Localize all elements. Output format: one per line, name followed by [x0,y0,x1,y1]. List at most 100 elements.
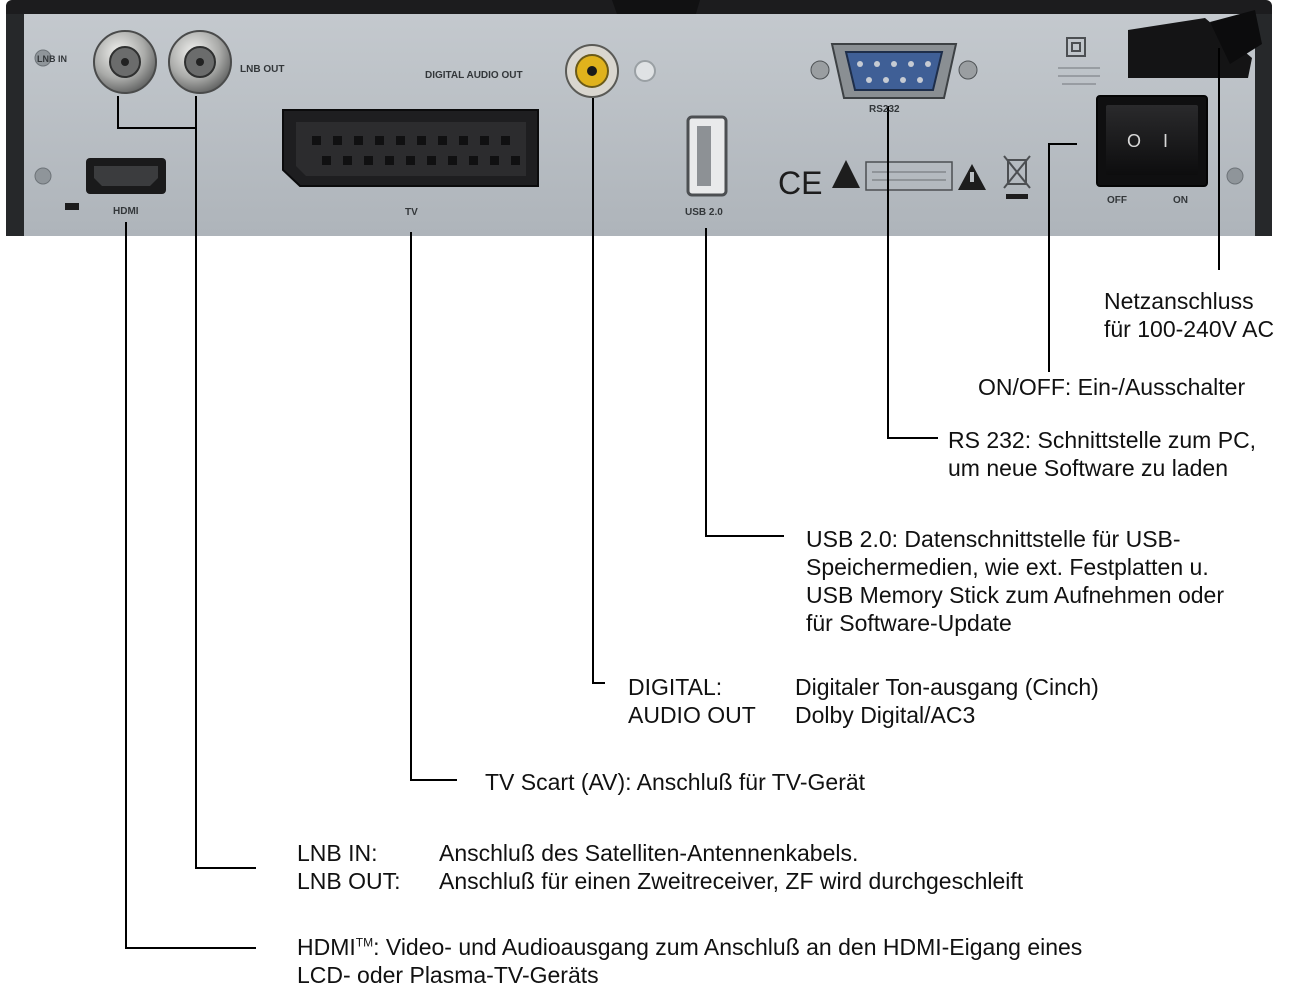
leader-line-switch [1048,143,1077,372]
leader-line-hdmi [125,222,256,949]
lnb-in-term: LNB IN: [297,840,378,866]
rs232-pin [891,61,897,67]
lnb-callout-row1: LNB IN: Anschluß des Satelliten-Antennenk… [297,839,1023,867]
hdmi-trademark: TM [355,935,374,950]
tv-label: TV [405,207,418,218]
rs232-callout-line1: RS 232: Schnittstelle zum PC, [948,427,1257,453]
switch-off-symbol: O [1127,131,1141,151]
scart-pin [354,136,363,145]
hdmi-port-socket [94,166,158,186]
scart-pin [438,136,447,145]
weee-bar [1006,194,1028,199]
leader-lines [117,48,1220,949]
rs232-label: RS232 [869,104,900,115]
scart-pin [448,156,457,165]
cinch-connector-center [587,66,597,76]
leader-line-scart [410,232,457,781]
hdmi-callout: HDMITM: Video- und Audioausgang zum Ansc… [297,933,1082,989]
usb-port-tongue [697,126,711,186]
rs232-pin [925,61,931,67]
scart-pin [427,156,436,165]
certification-marks [832,37,1100,199]
leader-line-rs232 [887,106,938,439]
leader-line-digital-audio [592,98,605,684]
lnb-connectors [93,30,232,94]
lnb-callout-row2: LNB OUT:Anschluß für einen Zweitreceiver… [297,867,1023,895]
scart-pin [490,156,499,165]
usb-callout-line3: USB Memory Stick zum Aufnehmen oder [806,582,1224,608]
class-ii-icon-inner [1071,42,1081,52]
scart-port-socket [296,122,526,176]
leader-line-lnb [117,96,197,129]
hdmi-callout-line1: HDMITM: Video- und Audioausgang zum Ansc… [297,933,1082,961]
digital-callout-row1: DIGITAL:Digitaler Ton-ausgang (Cinch) [628,673,1099,701]
lnb-out-desc: Anschluß für einen Zweitreceiver, ZF wir… [439,868,1024,894]
rs232-pin [874,61,880,67]
usb-port [686,115,728,197]
lnb-callout: LNB IN: Anschluß des Satelliten-Antennenk… [297,839,1023,895]
rs232-callout-line2: um neue Software zu laden [948,455,1229,481]
screw [1226,167,1244,185]
lnb-out-connector-pin [196,58,204,66]
scart-pin [501,136,510,145]
rs232-screw [810,60,830,80]
scart-pin [322,156,331,165]
on-label: ON [1173,195,1188,206]
status-led [65,203,79,210]
rs232-screw [958,60,978,80]
rs232-pin [857,61,863,67]
usb-callout-line2: Speichermedien, wie ext. Festplatten u. [806,554,1209,580]
warning-triangle-icon [832,160,860,188]
rs232-port-socket [844,51,944,91]
scart-pin [459,136,468,145]
lnb-out-label: LNB OUT [240,64,284,75]
hdmi-callout-line2: LCD- oder Plasma-TV-Geräts [297,962,599,988]
power-callout-line1: Netzanschluss [1104,288,1254,314]
hdmi-port [65,158,166,210]
usb-label: USB 2.0 [685,207,723,218]
scart-pin [511,156,520,165]
scart-pin [312,136,321,145]
rs232-callout: RS 232: Schnittstelle zum PC, um neue So… [948,426,1256,482]
off-label: OFF [1107,195,1127,206]
rear-panel-right-edge [1255,14,1272,236]
lnb-in-desc: Anschluß des Satelliten-Antennenkabels. [439,840,859,866]
power-callout: Netzanschluss für 100-240V AC [1104,287,1274,343]
power-callout-line2: für 100-240V AC [1104,316,1275,342]
hdmi-term: HDMI [297,934,356,960]
usb-callout-line4: für Software-Update [806,610,1012,636]
screw [34,167,52,185]
scart-port [282,109,539,187]
scart-pin [480,136,489,145]
weee-cross [1003,155,1031,189]
rs232-pins [857,61,931,83]
warning-triangle-mark [970,172,974,182]
scart-pin [364,156,373,165]
scart-pin [385,156,394,165]
hdmi-desc: : Video- und Audioausgang zum Anschluß a… [373,934,1083,960]
scart-pins [312,136,520,165]
usb-callout: USB 2.0: Datenschnittstelle für USB- Spe… [806,525,1224,637]
digital-desc: Digitaler Ton-ausgang (Cinch) [795,674,1099,700]
rating-label [865,161,953,191]
leader-line-usb [705,228,784,537]
hdmi-label: HDMI [113,206,139,217]
leader-line-lnb [195,128,256,869]
screw [34,49,52,67]
audio-out-term: AUDIO OUT [628,702,756,728]
scart-pin [333,136,342,145]
switch-on-symbol: I [1163,131,1168,151]
usb-callout-line1: USB 2.0: Datenschnittstelle für USB- [806,526,1181,552]
digital-audio-out-label: DIGITAL AUDIO OUT [425,70,523,81]
lnb-in-connector-pin [121,58,129,66]
rs232-pin [883,77,889,83]
power-section [1096,10,1262,187]
scart-pin [406,156,415,165]
optical-indicator [634,60,656,82]
device-labels: LNB IN LNB OUT DIGITAL AUDIO OUT RS232 H… [37,54,1188,218]
rs232-pin [866,77,872,83]
scart-pin [396,136,405,145]
digital-audio-port [565,44,656,98]
